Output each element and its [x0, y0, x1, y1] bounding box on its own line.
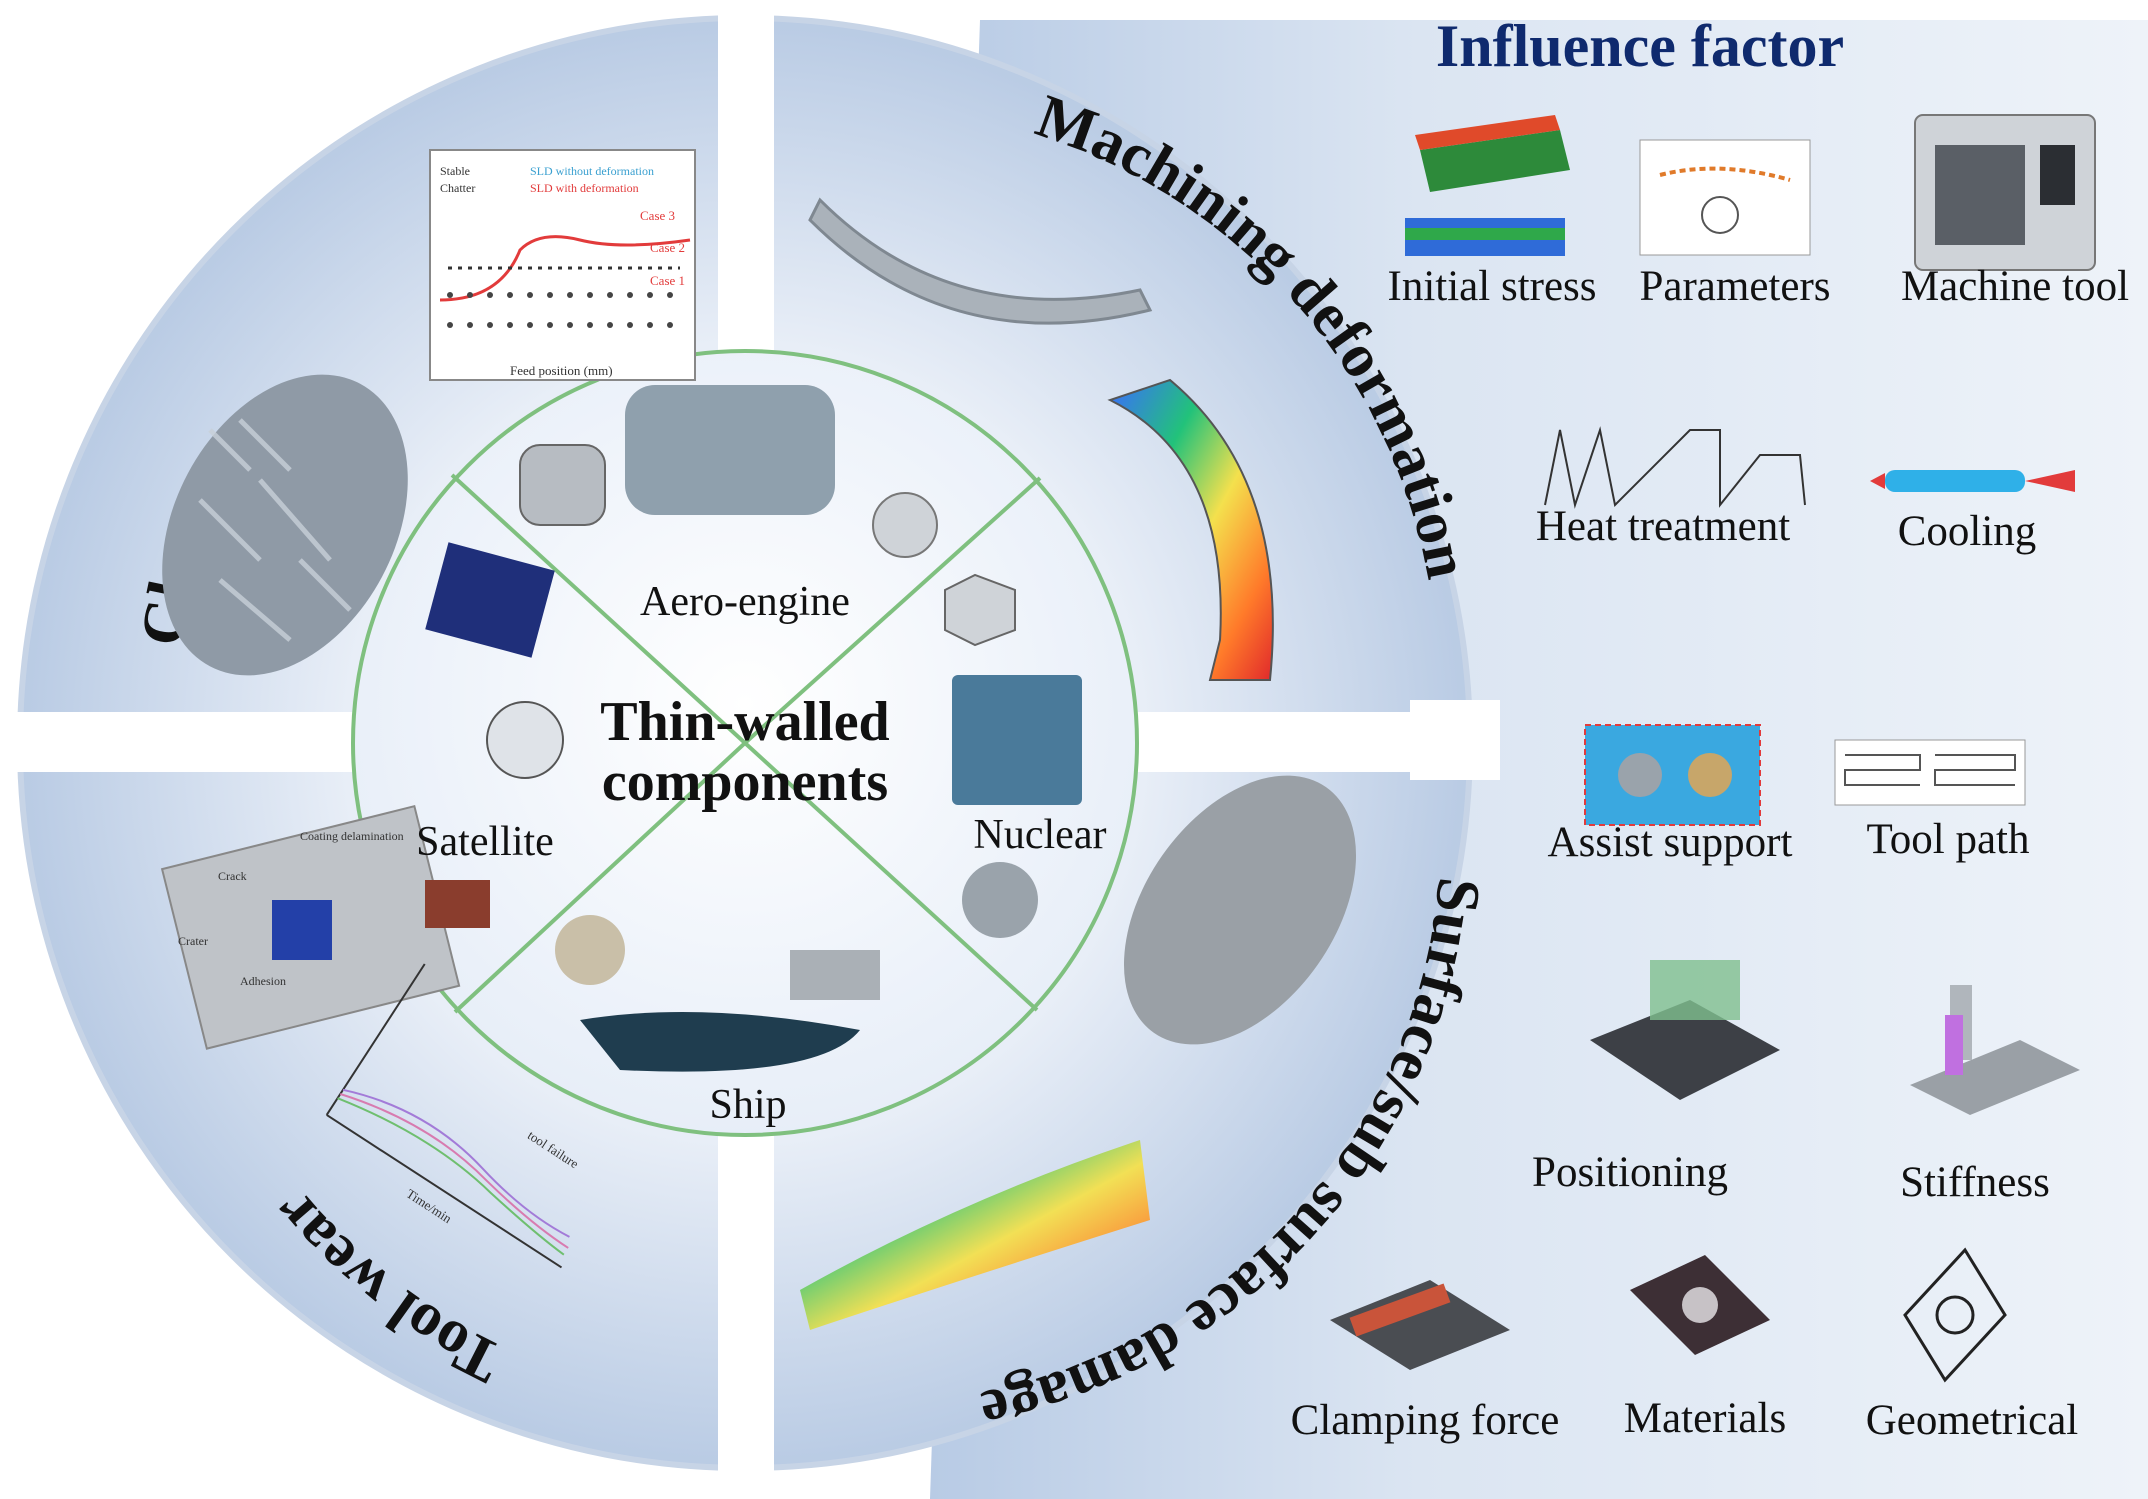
surface-profile-image	[800, 1140, 1150, 1330]
initial-stress-thumb	[1405, 115, 1570, 256]
clamping-force-thumb	[1330, 1280, 1510, 1370]
factor-label-stiffness: Stiffness	[1900, 1159, 2050, 1206]
factor-label-cooling: Cooling	[1897, 508, 2037, 555]
deformed-part-image	[808, 197, 1153, 325]
svg-text:SLD without deformation: SLD without deformation	[530, 164, 654, 178]
chatter-sld-plot: Stable Chatter SLD without deformation S…	[429, 149, 696, 381]
stiffness-thumb	[1910, 985, 2080, 1115]
center-title-line1: Thin-walled	[600, 691, 889, 753]
nuclear-label: Nuclear	[974, 812, 1107, 858]
svg-text:Stable: Stable	[440, 164, 470, 178]
parameters-thumb	[1639, 139, 1811, 256]
svg-text:Chatter: Chatter	[440, 181, 475, 195]
aero-engine-image	[519, 385, 938, 558]
ship-image	[555, 915, 880, 1072]
svg-text:Case 2: Case 2	[650, 240, 685, 255]
assist-support-thumb	[1584, 724, 1761, 826]
materials-thumb	[1630, 1255, 1770, 1355]
factor-label-heat-treatment: Heat treatment	[1535, 503, 1791, 550]
deformation-fea-image	[1107, 378, 1274, 681]
surface-sem-image	[1123, 775, 1357, 1045]
svg-text:Case 1: Case 1	[650, 273, 685, 288]
factor-label-machine-tool: Machine tool	[1900, 263, 2130, 310]
factor-label-parameters: Parameters	[1639, 263, 1831, 310]
satellite-image	[425, 542, 564, 928]
factor-label-positioning: Positioning	[1532, 1149, 1728, 1196]
svg-text:Case 3: Case 3	[640, 208, 675, 223]
chatter-surface-image	[162, 374, 408, 676]
svg-text:SLD with deformation: SLD with deformation	[530, 181, 639, 195]
factor-label-clamping-force: Clamping force	[1290, 1397, 1560, 1444]
factor-label-materials: Materials	[1623, 1395, 1787, 1442]
inner-circle	[351, 349, 1139, 1137]
positioning-thumb	[1590, 960, 1780, 1100]
tool-path-thumb	[1834, 739, 2026, 806]
factor-label-geometrical: Geometrical	[1865, 1397, 2079, 1444]
svg-text:Adhesion: Adhesion	[240, 974, 286, 988]
heat-treatment-thumb	[1544, 426, 1806, 509]
aero-engine-label: Aero-engine	[640, 579, 850, 625]
satellite-label: Satellite	[416, 819, 554, 865]
svg-text:Feed position (mm): Feed position (mm)	[510, 363, 613, 378]
center-title-line2: components	[602, 751, 888, 813]
influence-factor-title: Influence factor	[1435, 13, 1845, 79]
machine-tool-thumb	[1914, 114, 2096, 271]
svg-text:Crater: Crater	[178, 934, 208, 948]
factor-label-tool-path: Tool path	[1866, 816, 2030, 863]
factor-label-initial-stress: Initial stress	[1387, 263, 1597, 310]
cooling-thumb	[1870, 470, 2075, 492]
chatter-surface-texture	[198, 418, 352, 642]
nuclear-image	[944, 573, 1082, 938]
factor-label-assist-support: Assist support	[1547, 819, 1793, 866]
tool-wear-sem-image: Coating delamination Crack Crater Adhesi…	[160, 805, 461, 1050]
ship-label: Ship	[709, 1082, 786, 1128]
svg-text:Crack: Crack	[218, 869, 247, 883]
svg-text:Coating delamination: Coating delamination	[300, 829, 404, 843]
geometrical-thumb	[1903, 1247, 2007, 1383]
